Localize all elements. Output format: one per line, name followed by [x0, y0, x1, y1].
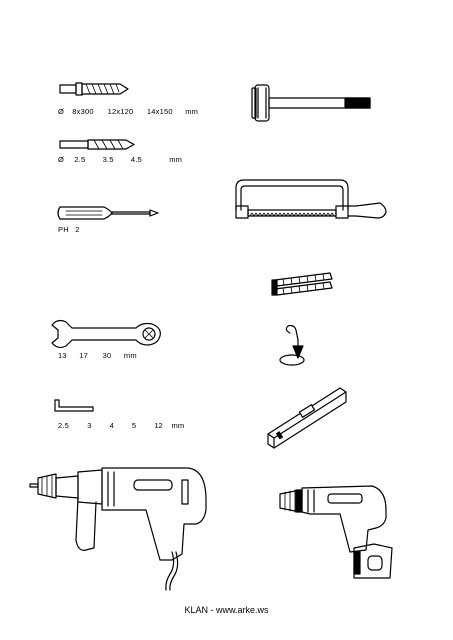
cordless-drill-icon — [279, 485, 393, 579]
hex-key-sizes: 2.5 3 4 5 12 mm — [58, 421, 184, 430]
size-label: 2.5 — [58, 421, 70, 430]
size-label: 13 — [58, 351, 67, 360]
size-label: 8x300 — [72, 107, 94, 116]
size-label: 2 — [75, 225, 80, 234]
masonry-drill-bit-icon — [59, 82, 129, 96]
diameter-symbol: Ø — [58, 107, 65, 116]
size-label: 3.5 — [102, 155, 114, 164]
size-label: 3 — [87, 421, 92, 430]
size-label: 17 — [79, 351, 89, 360]
size-label: 4.5 — [130, 155, 142, 164]
drill-bit-sizes: Ø 2.5 3.5 4.5 mm — [58, 155, 182, 164]
diameter-symbol: Ø — [58, 155, 65, 164]
spirit-level-icon — [267, 387, 347, 449]
combination-wrench-icon — [51, 319, 161, 349]
size-label: 14x150 — [146, 107, 173, 116]
size-label: 5 — [131, 421, 137, 430]
hammer-drill-icon — [29, 467, 207, 591]
size-label: 30 — [102, 351, 112, 360]
hammer-icon — [251, 84, 371, 122]
hacksaw-icon — [235, 179, 387, 219]
unit-label: mm — [171, 421, 185, 430]
unit-label: mm — [185, 107, 199, 116]
size-label: 2.5 — [74, 155, 86, 164]
unit-label: mm — [123, 351, 137, 360]
screwdriver-icon — [57, 206, 159, 220]
size-label: 12 — [154, 421, 163, 430]
screwdriver-size: PH 2 — [58, 225, 80, 234]
plumb-bob-icon — [279, 324, 305, 366]
footer-text: KLAN - www.arke.ws — [184, 605, 269, 615]
hex-key-icon — [54, 399, 94, 412]
unit-label: mm — [169, 155, 183, 164]
size-label: 12x120 — [107, 107, 134, 116]
folding-ruler-icon — [271, 272, 333, 296]
size-label: 4 — [109, 421, 114, 430]
bit-type-label: PH — [58, 225, 69, 234]
masonry-bit-sizes: Ø 8x300 12x120 14x150 mm — [58, 107, 198, 116]
twist-drill-bit-icon — [59, 139, 135, 150]
wrench-sizes: 13 17 30 mm — [58, 351, 137, 360]
